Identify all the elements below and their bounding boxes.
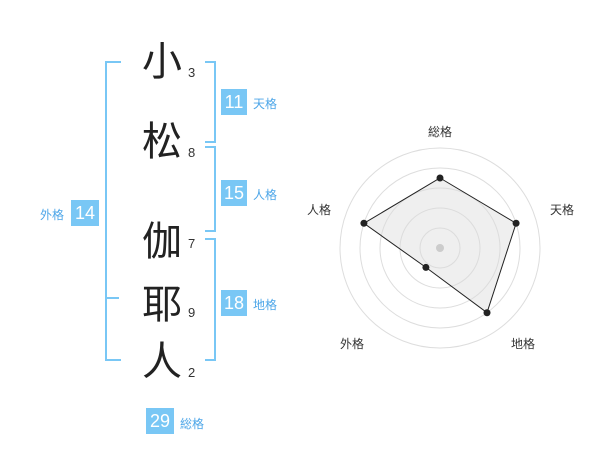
- stroke-count-5: 2: [188, 365, 196, 380]
- chikaku-label: 地格: [253, 298, 278, 312]
- radar-ring: [379, 187, 501, 309]
- radar-ring: [359, 167, 521, 329]
- radar-ring: [339, 147, 541, 349]
- radar-point: [360, 219, 368, 227]
- jinkaku-value: 15: [221, 180, 247, 206]
- radar-axis-label-chikaku: 地格: [511, 337, 536, 351]
- radar-center-dot: [436, 244, 444, 252]
- radar-point: [483, 309, 491, 317]
- stroke-count-3: 7: [188, 236, 196, 251]
- radar-points: [360, 174, 520, 317]
- jinkaku-bracket: [205, 146, 216, 232]
- radar-rings: [339, 147, 541, 349]
- stroke-count-2: 8: [188, 145, 196, 160]
- soukaku-label: 総格: [180, 417, 205, 431]
- stroke-count-4: 9: [188, 305, 196, 320]
- tenkaku-bracket: [205, 61, 216, 143]
- radar-axis-label-soukaku: 総格: [428, 125, 453, 139]
- tenkaku-label: 天格: [253, 97, 278, 111]
- gaikaku-bracket: [105, 61, 121, 361]
- gaikaku-bracket-tick: [105, 297, 119, 299]
- name-char-1: 小: [142, 39, 182, 85]
- name-char-3: 伽: [142, 219, 182, 265]
- gaikaku-value: 14: [71, 200, 99, 226]
- stroke-count-1: 3: [188, 65, 196, 80]
- radar-point: [512, 219, 520, 227]
- soukaku-value: 29: [146, 408, 174, 434]
- jinkaku-label: 人格: [253, 188, 278, 202]
- name-char-4: 耶: [142, 282, 182, 328]
- radar-point: [422, 263, 430, 271]
- name-char-2: 松: [142, 119, 182, 165]
- radar-ring: [399, 207, 481, 289]
- radar-axis-label-jinkaku: 人格: [307, 203, 332, 217]
- radar-axis-label-gaikaku: 外格: [340, 337, 365, 351]
- radar-point: [436, 174, 444, 182]
- tenkaku-value: 11: [221, 89, 247, 115]
- chikaku-value: 18: [221, 290, 247, 316]
- radar-axis-label-tenkaku: 天格: [550, 203, 575, 217]
- radar-ring: [419, 227, 461, 269]
- radar-chart: [339, 147, 541, 349]
- name-char-5: 人: [142, 339, 182, 385]
- gaikaku-label: 外格: [40, 208, 65, 222]
- chikaku-bracket: [205, 238, 216, 361]
